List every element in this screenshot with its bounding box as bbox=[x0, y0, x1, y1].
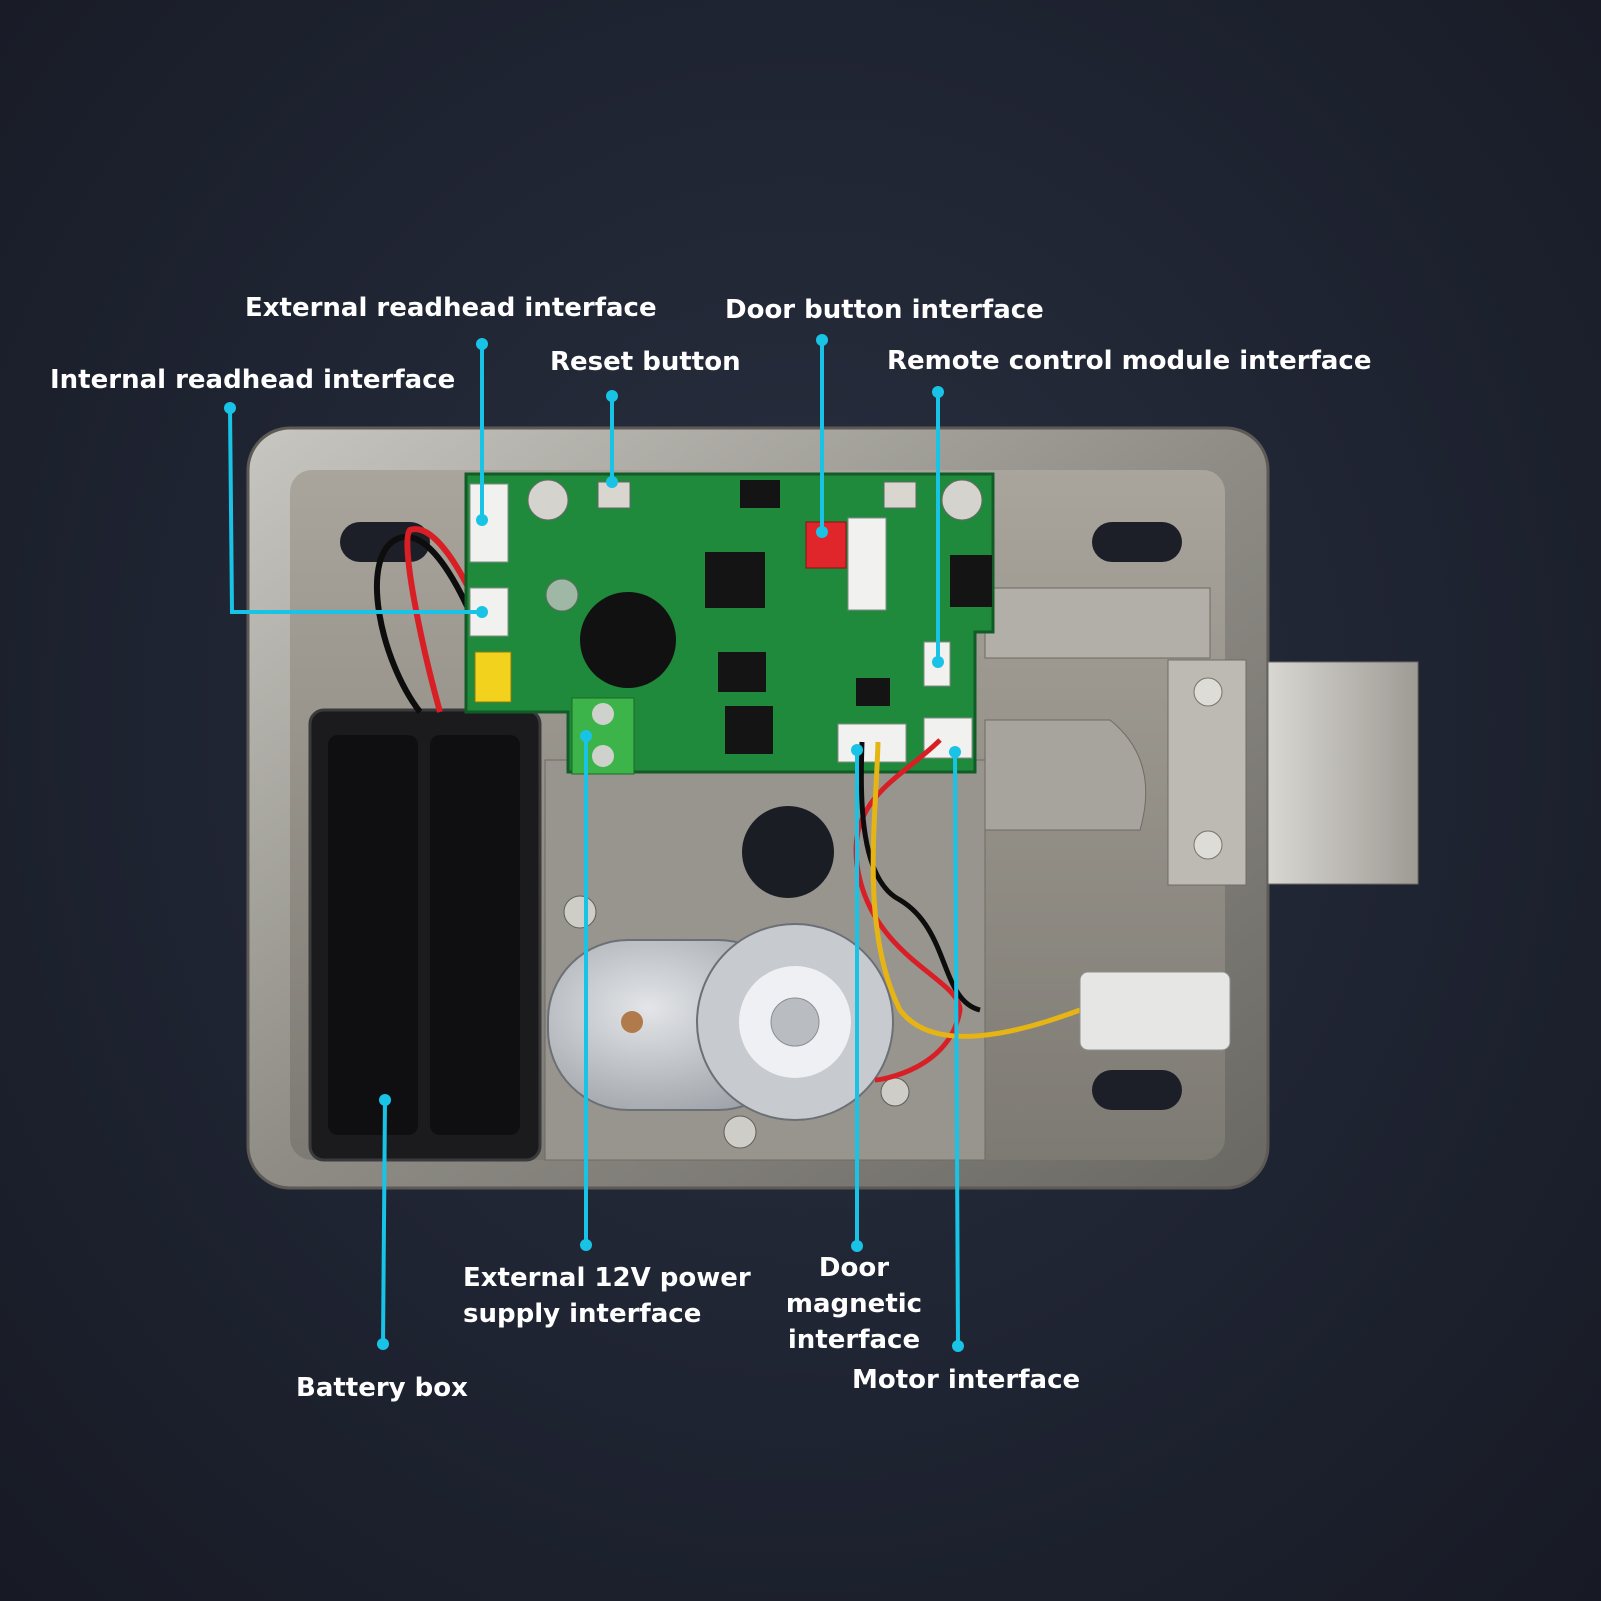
callout-dot bbox=[851, 744, 863, 756]
callout-dot bbox=[476, 338, 488, 350]
ic-chip bbox=[856, 678, 890, 706]
wire-red bbox=[853, 738, 963, 1083]
callout-leaders bbox=[228, 340, 960, 1347]
battery-box-rail bbox=[328, 735, 418, 1135]
latch-bolt bbox=[1267, 661, 1419, 885]
external-readhead-connector bbox=[469, 483, 509, 563]
callout-dot bbox=[606, 390, 618, 402]
ic-chip bbox=[718, 652, 766, 692]
door-sensor bbox=[1079, 971, 1231, 1051]
aux-switch-body bbox=[883, 481, 917, 509]
leader-motor bbox=[953, 751, 960, 1347]
label-internal-readhead: Internal readhead interface bbox=[50, 365, 456, 395]
label-motor: Motor interface bbox=[852, 1365, 1081, 1395]
bracket-rivet bbox=[1193, 677, 1223, 707]
mount-slot bbox=[1092, 1070, 1182, 1110]
terminal-screw bbox=[592, 745, 614, 767]
mosfet bbox=[725, 706, 773, 754]
plate-screw bbox=[563, 895, 597, 929]
dc-motor-bearing bbox=[621, 1011, 643, 1033]
capacitor bbox=[545, 578, 579, 612]
label-reset-button: Reset button bbox=[550, 347, 741, 377]
wire-black bbox=[858, 741, 981, 1013]
callout-dot bbox=[580, 1239, 592, 1251]
callout-dot bbox=[476, 606, 488, 618]
callout-dot bbox=[224, 402, 236, 414]
label-battery-box: Battery box bbox=[296, 1373, 468, 1403]
bolt-cam bbox=[984, 719, 1147, 831]
plate-screw bbox=[880, 1077, 910, 1107]
motor-connector bbox=[923, 717, 973, 759]
callout-dot bbox=[816, 526, 828, 538]
callout-dot bbox=[580, 730, 592, 742]
buzzer bbox=[580, 592, 676, 688]
leader-battery-box bbox=[381, 1099, 387, 1345]
callout-dot bbox=[851, 1240, 863, 1252]
microcontroller bbox=[705, 552, 765, 608]
door-magnetic-connector bbox=[837, 723, 907, 763]
mount-slot bbox=[1092, 522, 1182, 562]
label-external-power: External 12V power supply interface bbox=[463, 1263, 751, 1329]
pcb-screw bbox=[527, 479, 569, 521]
bolt-bar bbox=[984, 587, 1211, 659]
label-door-magnetic: Door magnetic interface bbox=[785, 1253, 923, 1355]
terminal-screw bbox=[592, 703, 614, 725]
plate-screw bbox=[723, 1115, 757, 1149]
callout-dot bbox=[379, 1094, 391, 1106]
callout-dot bbox=[952, 1340, 964, 1352]
label-remote-control: Remote control module interface bbox=[887, 346, 1372, 376]
callout-dot bbox=[816, 334, 828, 346]
label-door-button: Door button interface bbox=[725, 295, 1044, 325]
leader-internal-readhead bbox=[228, 407, 482, 614]
transistor bbox=[950, 555, 992, 607]
callout-dot bbox=[932, 656, 944, 668]
header-connector bbox=[847, 517, 887, 611]
callout-dot bbox=[377, 1338, 389, 1350]
transistor bbox=[740, 480, 780, 508]
dc-motor-shaft bbox=[770, 997, 820, 1047]
callout-dots bbox=[224, 334, 964, 1352]
battery-box-rail bbox=[430, 735, 520, 1135]
callout-dot bbox=[932, 386, 944, 398]
bracket-rivet bbox=[1193, 830, 1223, 860]
wire-yellow bbox=[870, 741, 1081, 1039]
callout-dot bbox=[476, 514, 488, 526]
callout-dot bbox=[606, 476, 618, 488]
spindle-hole bbox=[742, 806, 834, 898]
pcb-screw bbox=[941, 479, 983, 521]
callout-dot bbox=[949, 746, 961, 758]
label-external-readhead: External readhead interface bbox=[245, 293, 657, 323]
battery-connector bbox=[474, 651, 512, 703]
